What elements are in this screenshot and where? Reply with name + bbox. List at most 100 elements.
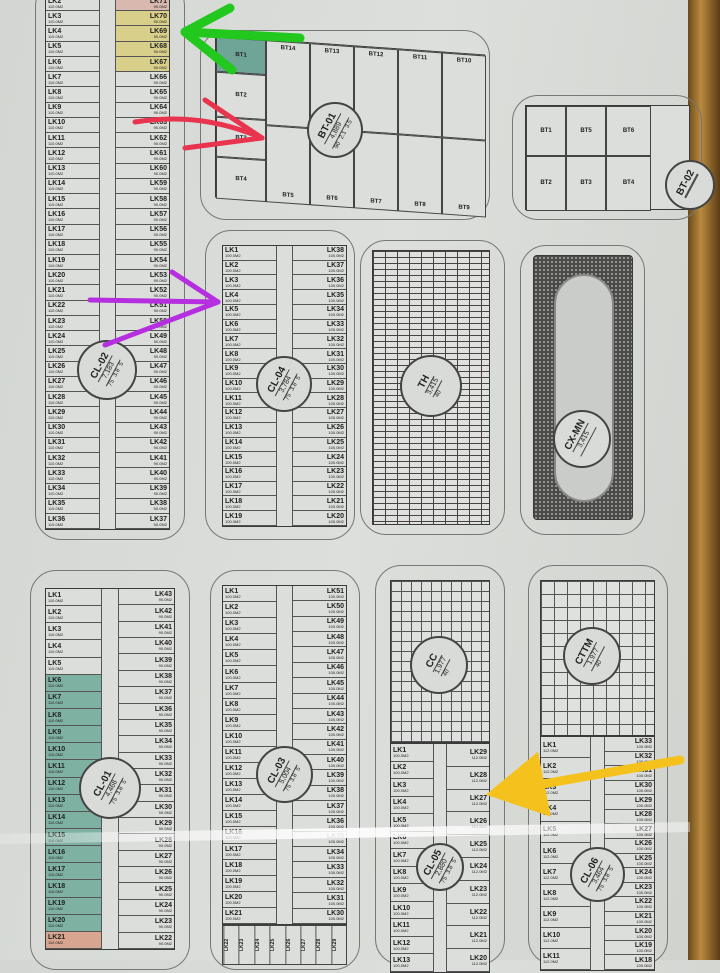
lot-area: 100.0M2 [393,893,409,899]
lot-area: 90.0M2 [158,858,172,864]
lot-area: 110.0M2 [48,820,64,826]
lot-area: 100.0M2 [225,819,241,825]
lot-area: 100.0M2 [393,840,409,846]
lot-id: LK2 [543,762,557,770]
lot-id: LK33 [326,864,344,872]
lot-area: 90.0M2 [153,399,167,405]
lot-id: LK2 [48,0,62,5]
lot-id: LK24 [326,453,344,461]
lot-area: 110.0M2 [48,614,64,620]
villa-id: BT3 [580,180,592,187]
lot-area: 100.0M2 [636,889,652,895]
lot-id: LK2 [225,604,239,612]
lot-area: 100.0M2 [225,518,241,524]
lot-id: LK42 [154,607,172,615]
lot-id: LK11 [543,953,560,961]
lot-id: LK54 [149,256,167,264]
lot-id: LK20 [469,954,487,962]
lot-area: 110.0M2 [48,262,64,268]
lot-area: 100.0M2 [225,430,241,436]
lot-id: LK37 [154,689,172,697]
lot-id: LK34 [154,738,172,746]
lot-id: LK1 [48,591,62,599]
lot-area: 110.0M2 [48,18,64,24]
lot-area: 100.0M2 [225,787,241,793]
lot-id: LK10 [393,904,411,912]
road-outline [205,230,355,540]
lot-id: LK15 [225,813,243,821]
lot-area: 100.0M2 [225,690,241,696]
lot-area: 100.0M2 [225,489,241,495]
lot-area: 112.0M2 [543,917,559,923]
lot-id: LK29 [469,749,487,757]
lot-area: 100.0M2 [225,459,241,465]
lot-id: LK31 [48,439,66,447]
lot-area: 100.0M2 [328,356,344,362]
lot-area: 90.0M2 [153,369,167,375]
lot-area: 90.0M2 [153,491,167,497]
lot-area: 100.0M2 [225,341,241,347]
lot-id: LK11 [48,134,65,142]
road-outline [520,245,645,535]
lot-id: LK8 [48,711,62,719]
lot-id: LK8 [543,889,557,897]
lot-area: 100.0M2 [328,415,344,421]
lot-area: 100.0M2 [393,857,409,863]
lot-area: 100.0M2 [225,297,241,303]
lot-area: 90.0M2 [158,809,172,815]
lot-id: LK61 [149,149,167,157]
lot-id: LK42 [326,725,344,733]
lot-id: LK35 [48,500,66,508]
lot-id: LK20 [48,917,66,925]
lot-area: 110.0M2 [48,186,64,192]
lot-area: 90.0M2 [153,308,167,314]
lot-area: 100.0M2 [328,808,344,814]
lot-area: 100.0M2 [225,674,241,680]
lot-area: 100.0M2 [328,609,344,615]
lot-id: LK40 [154,640,172,648]
green-arrow [180,3,305,75]
lot-area: 90.0M2 [153,18,167,24]
lot-id: LK44 [326,695,344,703]
lot-id: LK33 [154,754,172,762]
lot-id: LK52 [149,287,167,295]
lot-area: 110.0M2 [48,460,64,466]
lot-area: 100.0M2 [225,400,241,406]
lot-area: 90.0M2 [153,445,167,451]
lot-area: 112.0M2 [471,778,487,784]
lot-area: 112.0M2 [543,959,559,965]
lot-id: LK38 [149,500,167,508]
lot-id: LK59 [149,180,167,188]
